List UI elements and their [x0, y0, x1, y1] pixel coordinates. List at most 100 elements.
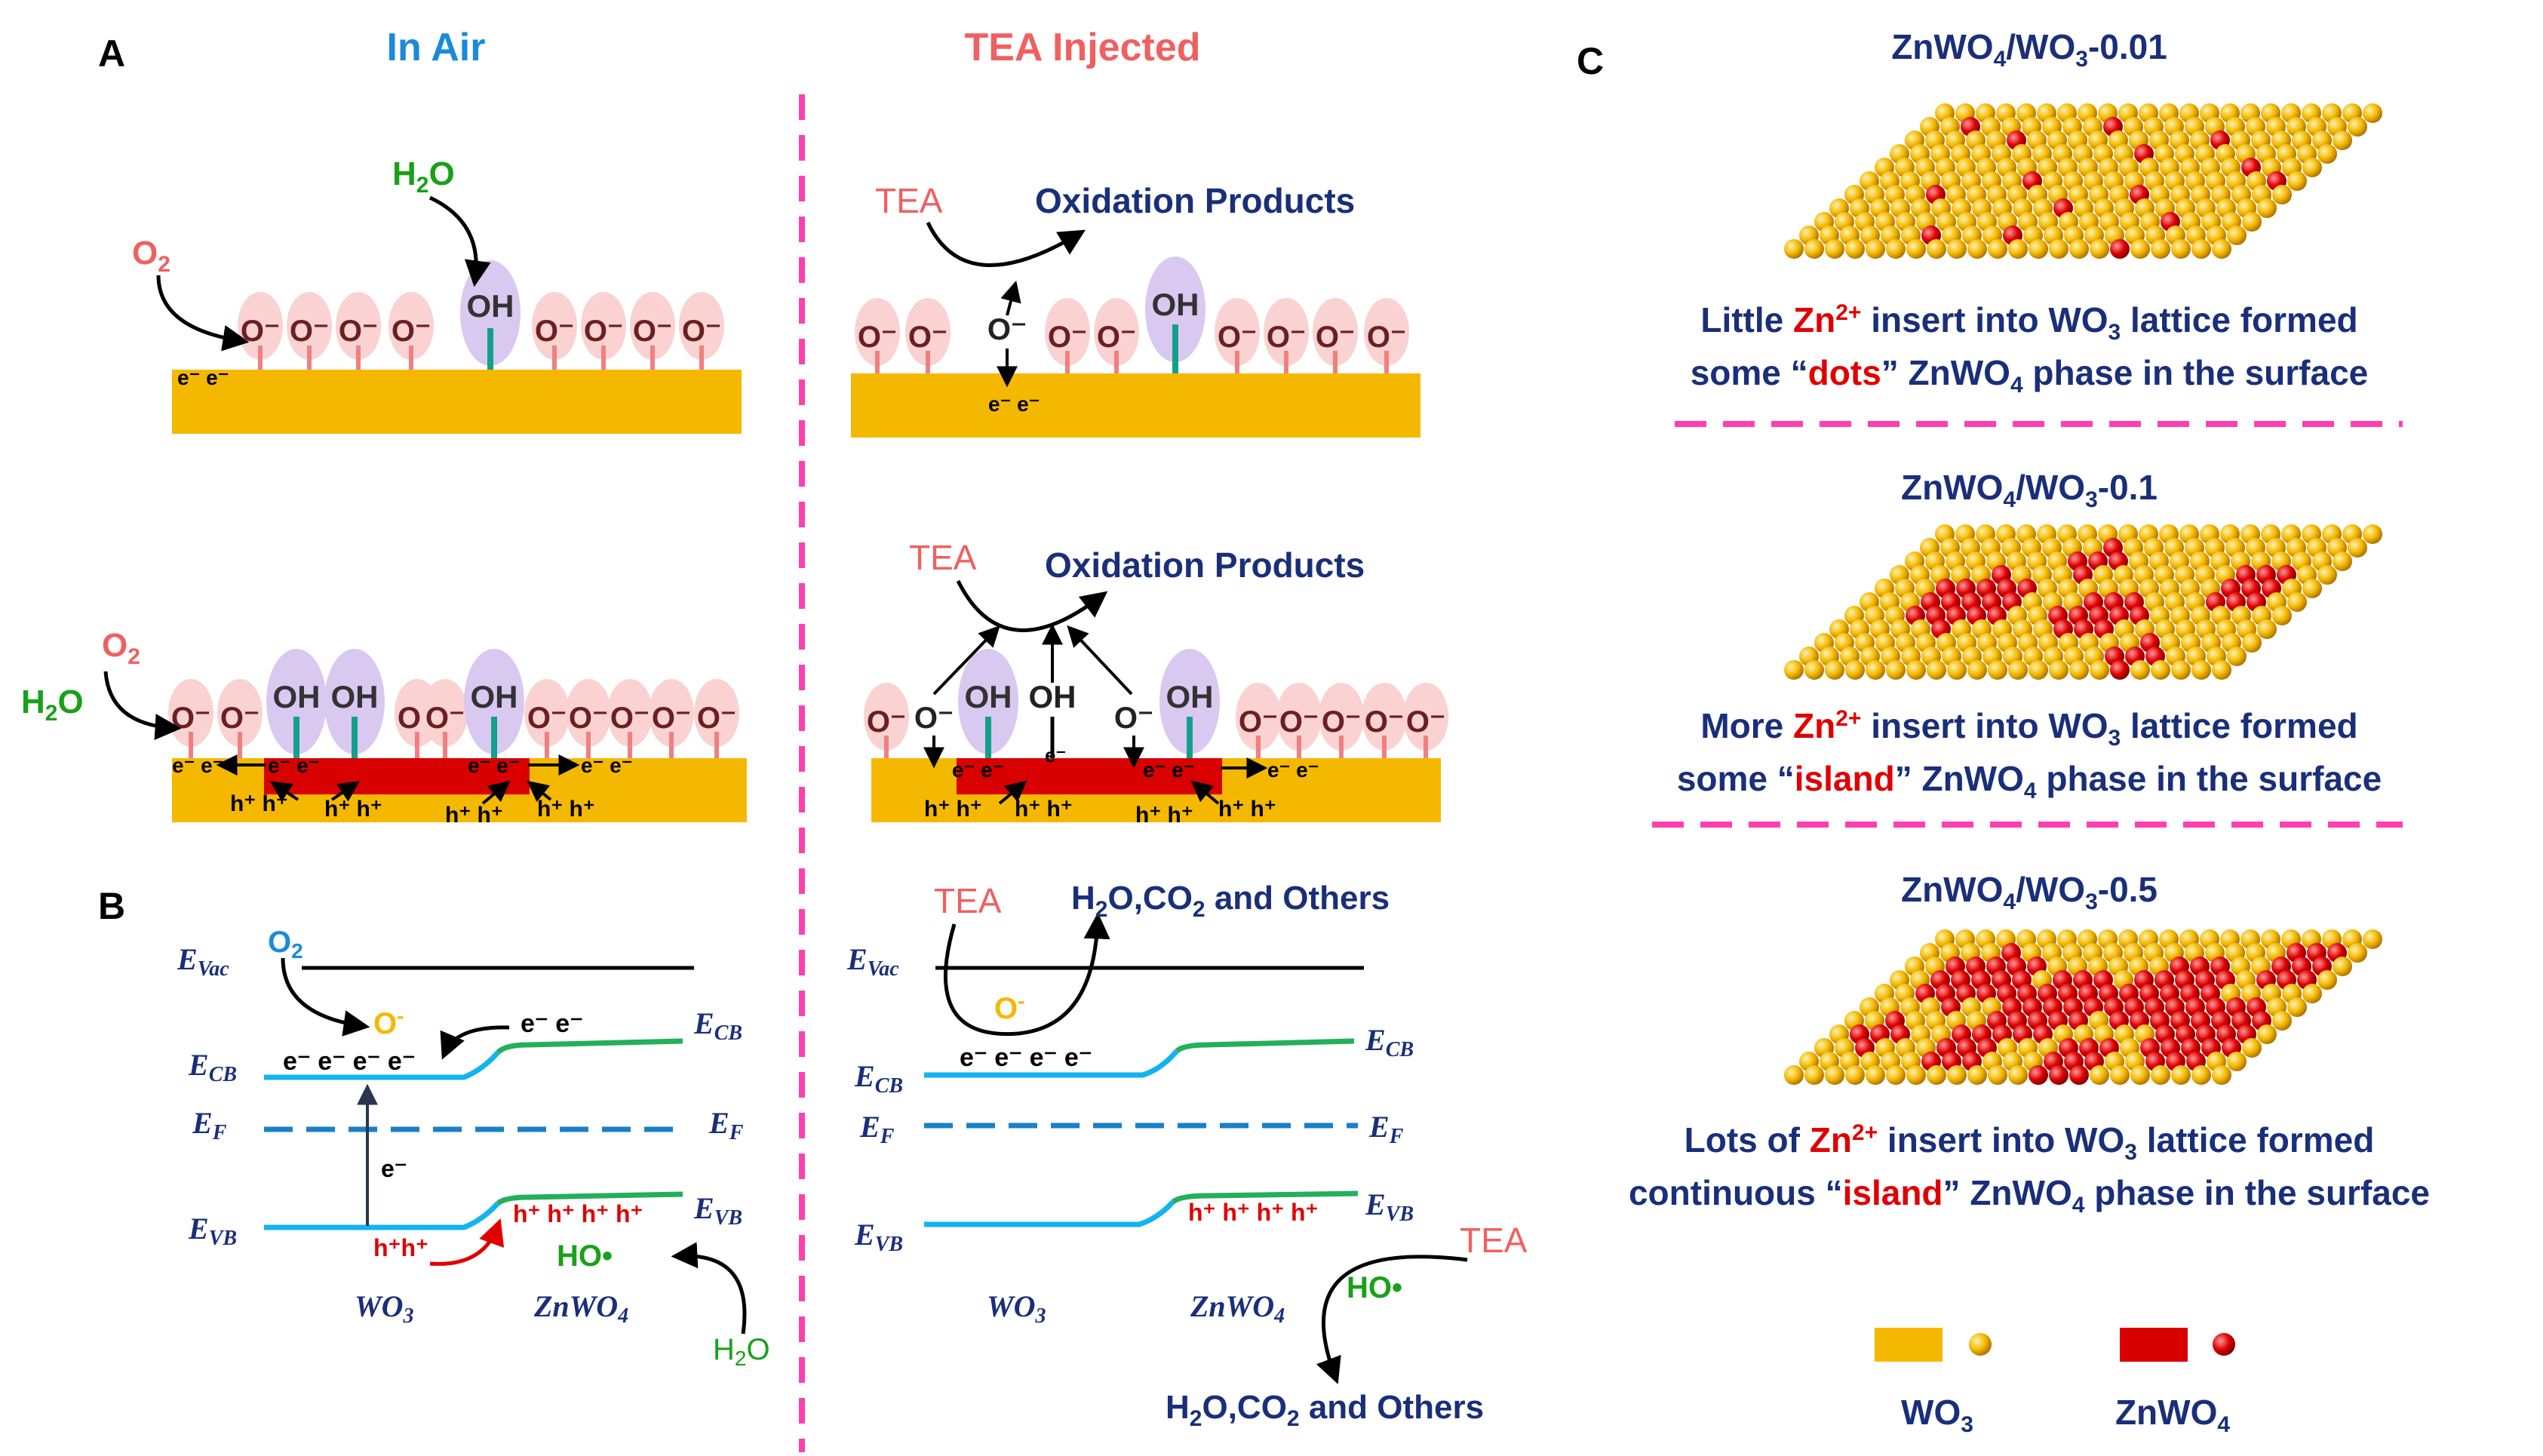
- reaction-arrow: [932, 625, 1000, 696]
- wo3-sphere: [2227, 1052, 2247, 1071]
- panel-label-a: A: [98, 32, 125, 75]
- hole-transfer-arrow: [481, 780, 511, 805]
- svg-text:O⁻: O⁻: [1406, 705, 1445, 739]
- wo3-sphere: [2090, 239, 2109, 259]
- tea-oxidation-arrow: [943, 912, 1110, 1037]
- wo3-sphere: [1866, 1065, 1885, 1085]
- wo3-sphere: [2171, 660, 2191, 680]
- wo3-sphere: [1804, 1065, 1824, 1085]
- wo3-sphere: [2257, 198, 2277, 218]
- air-pure-wo3-scheme: O⁻ O⁻ O⁻ O⁻ OH O⁻ O⁻ O⁻ O⁻ O2 e⁻ e⁻ H2O: [132, 155, 742, 434]
- wo3-sphere: [2090, 1065, 2109, 1085]
- reacting-o-minus: O⁻e⁻ e⁻: [987, 313, 1040, 416]
- wo3-sphere: [2151, 239, 2170, 259]
- wo3-sphere: [2272, 606, 2292, 625]
- cb-electrons: e⁻ e⁻ e⁻ e⁻: [283, 1047, 416, 1076]
- o-minus-site: O⁻: [679, 292, 724, 370]
- valence-band-znwo4: [496, 1191, 683, 1206]
- h2o-adsorption-arrow: [428, 195, 491, 287]
- svg-text:OH: OH: [273, 679, 321, 714]
- svg-text:OH: OH: [331, 679, 379, 714]
- adsorbed-species-row: O⁻ O⁻ O⁻ O⁻ OH O⁻ O⁻ O⁻ O⁻: [238, 260, 724, 370]
- wo3-sphere: [1886, 660, 1906, 680]
- sample-title: ZnWO4/WO3-0.5: [1901, 870, 2158, 914]
- hydroxyl-site: OH: [464, 649, 524, 758]
- wo3-sphere: [1988, 239, 2007, 259]
- evb-label: EVB: [188, 1212, 237, 1250]
- vb-holes-wo3: h⁺h⁺: [373, 1234, 428, 1261]
- svg-text:O⁻: O⁻: [425, 702, 465, 735]
- adsorption-arrow: [103, 671, 182, 741]
- svg-text:O⁻: O⁻: [1279, 705, 1319, 739]
- znwo4-domain: [957, 758, 1222, 794]
- wo3-sphere: [2272, 1011, 2292, 1031]
- o-minus-site: O⁻: [238, 292, 283, 370]
- holes-label: h⁺ h⁺: [537, 797, 595, 822]
- svg-text:O⁻: O⁻: [987, 313, 1027, 346]
- wo3-sphere: [1988, 660, 2007, 680]
- svg-text:O⁻: O⁻: [339, 315, 378, 348]
- svg-text:O⁻: O⁻: [584, 315, 623, 348]
- reacting-o-minus: O⁻: [914, 702, 954, 735]
- sample-description: some “island” ZnWO4 phase in the surface: [1677, 759, 2382, 803]
- ho-radical: HO•: [1347, 1271, 1402, 1304]
- o-minus-site: O⁻: [864, 683, 909, 758]
- band-diagram-air: EVac ECB ECB EF EF EVB EVB O2 O- e⁻ e⁻ e…: [177, 926, 770, 1370]
- wo3-sphere: [2008, 660, 2028, 680]
- wo3-sphere: [1906, 660, 1926, 680]
- wo3-sphere: [2333, 131, 2352, 150]
- wo3-sphere: [2363, 524, 2382, 544]
- ecb-label-right: ECB: [693, 1006, 742, 1045]
- wo3-sphere: [2069, 660, 2089, 680]
- holes-label: h⁺ h⁺: [445, 803, 503, 828]
- tea-oxidation-arrow: [956, 579, 1108, 632]
- wo3-sphere: [2029, 239, 2048, 259]
- wo3-sphere: [2242, 212, 2262, 232]
- o-minus-site: O⁻: [1276, 683, 1322, 758]
- legend-znwo4-label: ZnWO4: [2115, 1393, 2230, 1437]
- evb-label-right: EVB: [693, 1191, 742, 1230]
- wo3-sphere: [1845, 1065, 1865, 1085]
- svg-text:OH: OH: [1166, 679, 1214, 714]
- wo3-sphere: [2090, 660, 2109, 680]
- znwo4-sphere: [2110, 660, 2130, 680]
- znwo4-sphere: [2029, 1065, 2048, 1085]
- wo3-sphere: [2212, 1065, 2231, 1085]
- svg-text:O⁻: O⁻: [1367, 321, 1406, 354]
- h2o-label: H2O: [21, 683, 84, 726]
- wo3-sphere: [2287, 997, 2307, 1017]
- holes-label: h⁺ h⁺: [230, 791, 288, 816]
- hydroxyl-site: OH: [1145, 256, 1205, 373]
- o-minus-site: O⁻: [649, 679, 694, 758]
- electrons-label: e⁻ e⁻: [581, 754, 632, 777]
- wo3-sphere: [2029, 660, 2048, 680]
- holes-label: h⁺ h⁺: [1015, 797, 1073, 822]
- o-minus-site: O⁻: [422, 679, 468, 758]
- znwo4-sphere: [2069, 1065, 2089, 1085]
- wo3-sphere: [1866, 239, 1885, 259]
- ef-label-right: EF: [708, 1106, 744, 1144]
- svg-text:O⁻: O⁻: [610, 702, 650, 735]
- wo3-sphere: [2287, 592, 2307, 612]
- o-minus-site: O⁻: [217, 679, 263, 758]
- o-minus-site: O⁻: [1045, 298, 1090, 373]
- conduction-band-wo3: [264, 1050, 500, 1080]
- legend-wo3-label: WO3: [1901, 1393, 1973, 1437]
- svg-text:O⁻: O⁻: [908, 321, 947, 354]
- wo3-sphere: [2317, 970, 2337, 990]
- h2o-label: H2O: [392, 155, 455, 198]
- wo3-sphere: [1866, 660, 1885, 680]
- wo3-sphere: [2008, 1065, 2028, 1085]
- svg-text:O⁻: O⁻: [569, 702, 608, 735]
- tea-label: TEA: [934, 881, 1002, 920]
- svg-text:O⁻: O⁻: [527, 702, 567, 735]
- wo3-sphere: [1927, 1065, 1946, 1085]
- legend-wo3-sphere: [1969, 1333, 1992, 1356]
- wo3-sphere: [1784, 660, 1804, 680]
- o-minus-site: O⁻: [566, 679, 611, 758]
- legend-znwo4-slab: [2120, 1328, 2188, 1362]
- wo3-sphere: [2191, 1065, 2211, 1085]
- wo3-sphere: [1967, 1065, 1987, 1085]
- conduction-band-znwo4: [496, 1038, 683, 1055]
- hole-transfer-arrow: [1190, 780, 1220, 805]
